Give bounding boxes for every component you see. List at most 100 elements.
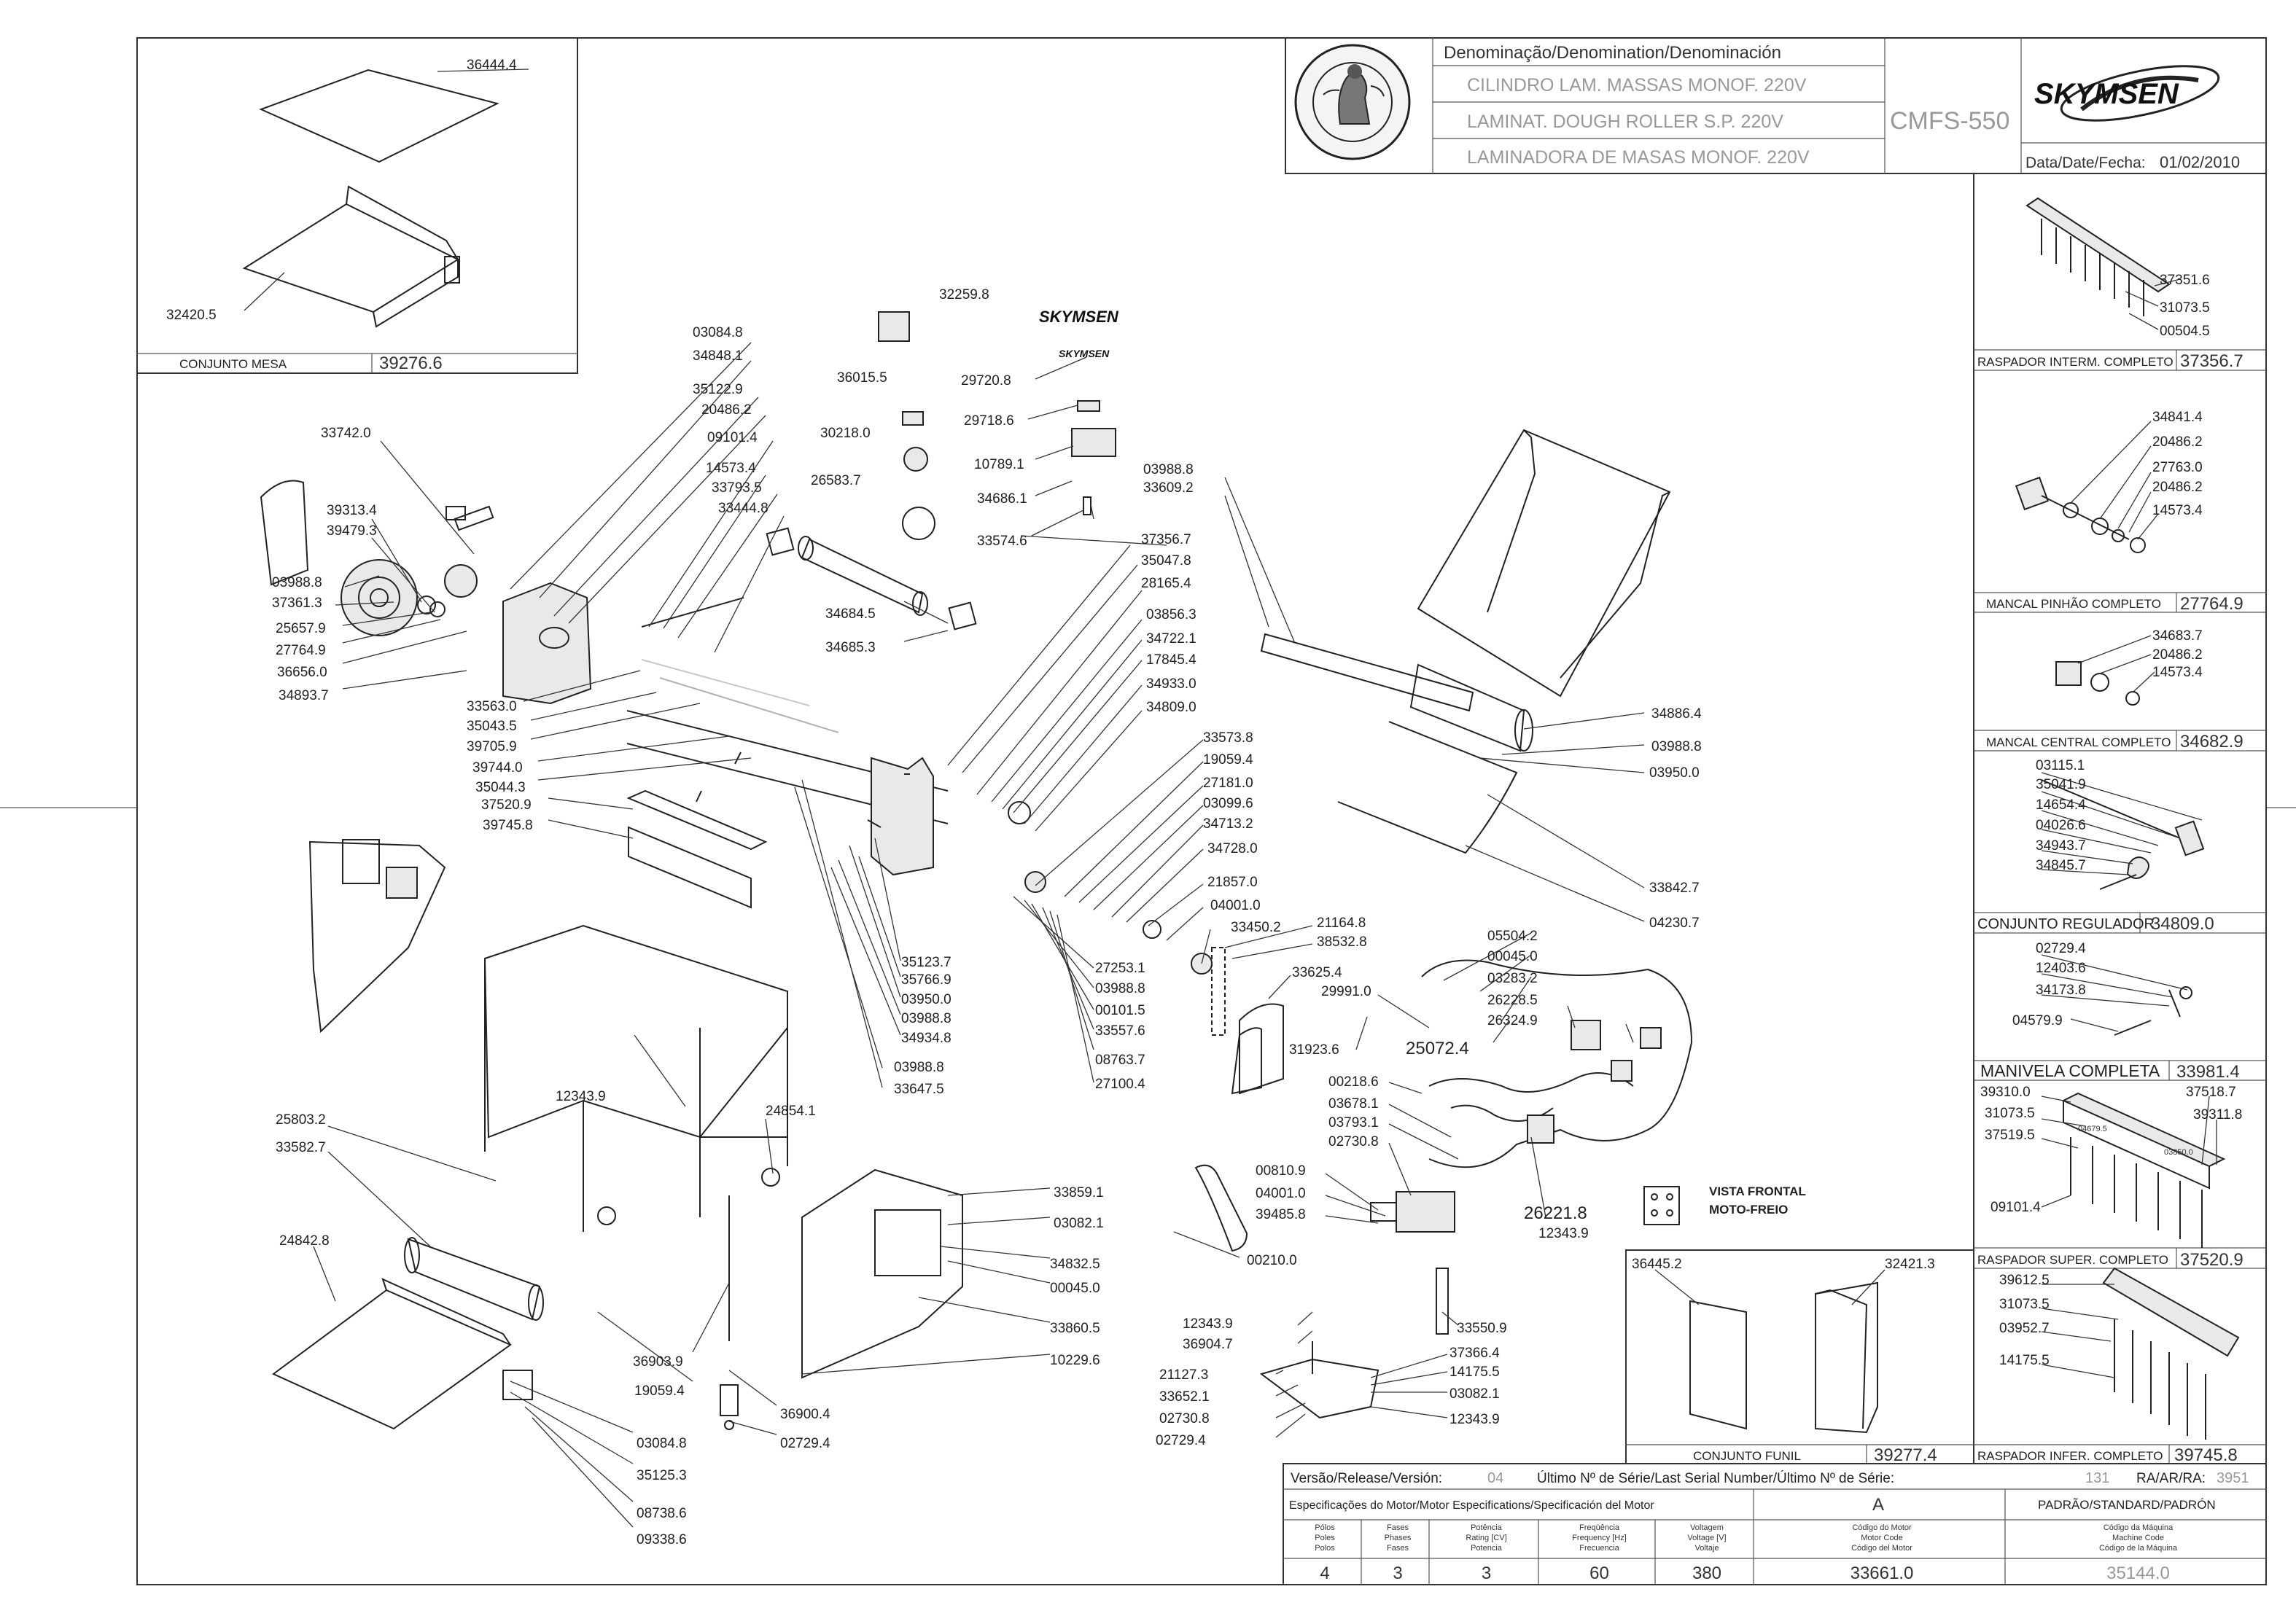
svg-text:36904.7: 36904.7 bbox=[1183, 1337, 1233, 1352]
svg-text:37519.5: 37519.5 bbox=[1985, 1128, 2035, 1143]
svg-text:39745.8: 39745.8 bbox=[483, 818, 533, 833]
spec-col-header: Potência bbox=[1471, 1523, 1503, 1532]
svg-text:33793.5: 33793.5 bbox=[712, 480, 762, 496]
svg-text:27764.9: 27764.9 bbox=[276, 643, 326, 658]
svg-text:3951: 3951 bbox=[2217, 1470, 2249, 1486]
svg-text:04001.0: 04001.0 bbox=[1210, 898, 1261, 913]
svg-text:00810.9: 00810.9 bbox=[1256, 1163, 1306, 1179]
svg-text:39310.0: 39310.0 bbox=[1980, 1085, 2031, 1100]
svg-text:34685.3: 34685.3 bbox=[825, 640, 876, 655]
svg-text:34683.7: 34683.7 bbox=[2152, 628, 2203, 644]
spec-col-header: Voltage [V] bbox=[1687, 1534, 1726, 1542]
svg-text:03084.8: 03084.8 bbox=[637, 1436, 687, 1451]
svg-text:35043.5: 35043.5 bbox=[467, 719, 517, 734]
title-block: Denominação/Denomination/Denominación CI… bbox=[1285, 37, 2267, 174]
spec-col-value: 33661.0 bbox=[1851, 1564, 1914, 1583]
svg-text:CONJUNTO REGULADOR: CONJUNTO REGULADOR bbox=[1977, 916, 2155, 932]
svg-text:14175.5: 14175.5 bbox=[1449, 1365, 1500, 1380]
svg-text:03988.8: 03988.8 bbox=[1143, 462, 1194, 477]
svg-text:21164.8: 21164.8 bbox=[1317, 916, 1366, 931]
svg-text:34841.4: 34841.4 bbox=[2152, 410, 2203, 425]
svg-text:03856.3: 03856.3 bbox=[1146, 607, 1196, 622]
svg-text:00045.0: 00045.0 bbox=[1487, 949, 1538, 964]
svg-text:35044.3: 35044.3 bbox=[475, 780, 526, 795]
svg-text:37518.7: 37518.7 bbox=[2186, 1085, 2236, 1100]
name-en: LAMINAT. DOUGH ROLLER S.P. 220V bbox=[1467, 112, 1783, 132]
svg-text:20486.2: 20486.2 bbox=[701, 402, 752, 418]
svg-text:04579.9: 04579.9 bbox=[2012, 1013, 2063, 1028]
svg-text:26324.9: 26324.9 bbox=[1487, 1013, 1538, 1028]
svg-text:36444.4: 36444.4 bbox=[467, 58, 517, 73]
svg-text:33557.6: 33557.6 bbox=[1095, 1023, 1145, 1039]
svg-text:37356.7: 37356.7 bbox=[2180, 351, 2244, 371]
svg-text:05504.2: 05504.2 bbox=[1487, 929, 1538, 944]
svg-text:03793.1: 03793.1 bbox=[1328, 1115, 1379, 1131]
decal-logo-small: SKYMSEN bbox=[1059, 348, 1110, 359]
svg-text:32421.3: 32421.3 bbox=[1885, 1257, 1935, 1272]
conjunto-mesa-box: CONJUNTO MESA 39276.6 36444.4 32420.5 bbox=[136, 37, 578, 374]
model-code: CMFS-550 bbox=[1890, 107, 2009, 135]
svg-text:MANCAL CENTRAL COMPLETO: MANCAL CENTRAL COMPLETO bbox=[1986, 735, 2171, 749]
svg-text:24842.8: 24842.8 bbox=[279, 1233, 330, 1249]
svg-text:03988.8: 03988.8 bbox=[901, 1011, 952, 1026]
svg-text:36903.9: 36903.9 bbox=[633, 1354, 683, 1370]
svg-text:35123.7: 35123.7 bbox=[901, 955, 952, 970]
svg-text:12403.6: 12403.6 bbox=[2036, 961, 2086, 976]
svg-text:20486.2: 20486.2 bbox=[2152, 434, 2203, 450]
svg-text:10789.1: 10789.1 bbox=[974, 457, 1024, 472]
svg-text:02730.8: 02730.8 bbox=[1159, 1411, 1210, 1426]
svg-text:21857.0: 21857.0 bbox=[1207, 875, 1258, 890]
svg-text:03084.8: 03084.8 bbox=[693, 325, 743, 340]
svg-text:33550.9: 33550.9 bbox=[1457, 1321, 1507, 1336]
mesa-top-sheet bbox=[259, 69, 499, 163]
svg-text:33582.7: 33582.7 bbox=[276, 1140, 326, 1155]
svg-text:PADRÃO/STANDARD/PADRÓN: PADRÃO/STANDARD/PADRÓN bbox=[2038, 1498, 2216, 1512]
svg-text:37366.4: 37366.4 bbox=[1449, 1346, 1500, 1361]
svg-text:39277.4: 39277.4 bbox=[1874, 1445, 1937, 1465]
svg-text:03988.8: 03988.8 bbox=[1651, 739, 1702, 754]
svg-text:17845.4: 17845.4 bbox=[1146, 652, 1196, 668]
spec-col-header: Voltaje bbox=[1694, 1544, 1719, 1553]
svg-text:12343.9: 12343.9 bbox=[1538, 1226, 1589, 1241]
spec-col-value: 4 bbox=[1320, 1564, 1329, 1583]
svg-text:09101.4: 09101.4 bbox=[1990, 1200, 2041, 1215]
svg-text:29991.0: 29991.0 bbox=[1321, 984, 1371, 999]
svg-text:37520.9: 37520.9 bbox=[481, 797, 532, 813]
svg-text:32420.5: 32420.5 bbox=[166, 308, 217, 323]
svg-text:35041.9: 35041.9 bbox=[2036, 777, 2086, 792]
svg-text:34728.0: 34728.0 bbox=[1207, 841, 1258, 856]
svg-text:03283.2: 03283.2 bbox=[1487, 971, 1538, 986]
spec-col-header: Código do Motor bbox=[1852, 1523, 1912, 1532]
svg-text:03082.1: 03082.1 bbox=[1054, 1216, 1104, 1231]
svg-text:02729.4: 02729.4 bbox=[2036, 941, 2086, 956]
svg-text:CONJUNTO FUNIL: CONJUNTO FUNIL bbox=[1693, 1449, 1801, 1463]
svg-text:21127.3: 21127.3 bbox=[1159, 1367, 1208, 1383]
svg-text:RASPADOR INFER. COMPLETO: RASPADOR INFER. COMPLETO bbox=[1977, 1449, 2163, 1463]
svg-text:38532.8: 38532.8 bbox=[1317, 934, 1367, 950]
svg-text:25657.9: 25657.9 bbox=[276, 621, 326, 636]
svg-text:26583.7: 26583.7 bbox=[811, 473, 861, 488]
spec-col-value: 3 bbox=[1393, 1564, 1402, 1583]
svg-text:33563.0: 33563.0 bbox=[467, 699, 517, 714]
mesa-name: CONJUNTO MESA bbox=[179, 357, 287, 371]
spec-col-header: Polos bbox=[1315, 1544, 1335, 1553]
spec-col-value: 380 bbox=[1692, 1564, 1721, 1583]
svg-text:RASPADOR SUPER. COMPLETO: RASPADOR SUPER. COMPLETO bbox=[1977, 1253, 2168, 1267]
svg-text:34809.0: 34809.0 bbox=[2151, 914, 2214, 934]
svg-text:34684.5: 34684.5 bbox=[825, 606, 876, 622]
svg-text:34832.5: 34832.5 bbox=[1050, 1257, 1100, 1272]
svg-text:31073.5: 31073.5 bbox=[1985, 1106, 2035, 1121]
svg-text:34713.2: 34713.2 bbox=[1203, 816, 1253, 832]
svg-text:34893.7: 34893.7 bbox=[279, 688, 329, 703]
date-value: 01/02/2010 bbox=[2160, 153, 2240, 171]
svg-text:14573.4: 14573.4 bbox=[2152, 665, 2203, 680]
svg-text:28165.4: 28165.4 bbox=[1141, 576, 1191, 591]
svg-text:34886.4: 34886.4 bbox=[1651, 706, 1702, 722]
svg-text:03950.0: 03950.0 bbox=[1649, 765, 1700, 781]
spec-col-header: Frecuencia bbox=[1579, 1544, 1619, 1553]
svg-text:19059.4: 19059.4 bbox=[634, 1383, 685, 1399]
svg-text:33860.5: 33860.5 bbox=[1050, 1321, 1100, 1336]
svg-text:36656.0: 36656.0 bbox=[277, 665, 327, 680]
spec-col-header: Poles bbox=[1315, 1534, 1335, 1542]
svg-text:34934.8: 34934.8 bbox=[901, 1031, 952, 1046]
